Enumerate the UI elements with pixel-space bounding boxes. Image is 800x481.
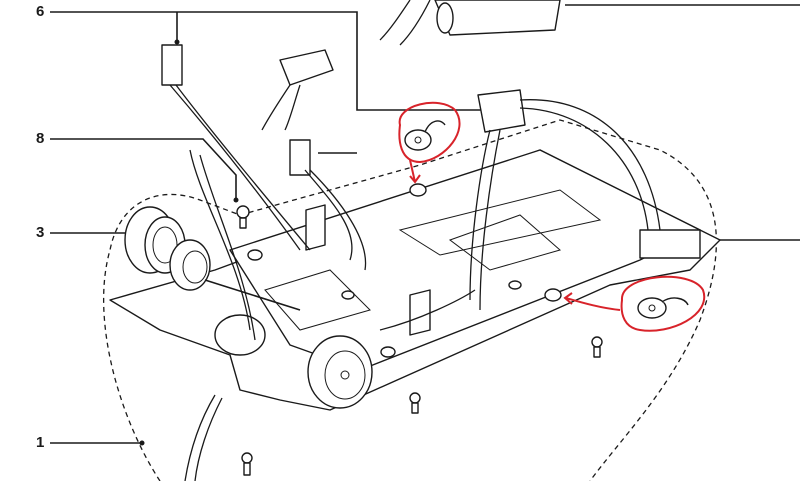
callout-label-8: 8 bbox=[36, 130, 45, 147]
screws bbox=[236, 205, 603, 476]
motor bbox=[434, 0, 561, 36]
annotation-circle-top bbox=[398, 101, 461, 164]
screw bbox=[591, 336, 603, 358]
screw bbox=[241, 452, 253, 476]
leader-6 bbox=[50, 11, 487, 111]
assembly-outline bbox=[103, 119, 717, 481]
screw-part-8 bbox=[236, 205, 250, 229]
front-wheel bbox=[307, 335, 373, 409]
annotation-circle-right bbox=[620, 275, 706, 332]
guide-mount bbox=[214, 314, 266, 356]
eyelet-part-right bbox=[637, 297, 689, 319]
wiring-part-6 bbox=[161, 0, 661, 481]
callout-label-6: 6 bbox=[36, 3, 45, 20]
mounting-bosses bbox=[247, 183, 562, 358]
leader-8 bbox=[50, 138, 237, 200]
callout-label-3: 3 bbox=[36, 224, 45, 241]
callout-label-1: 1 bbox=[36, 434, 45, 451]
screw bbox=[409, 392, 421, 414]
rear-wheel bbox=[169, 239, 301, 311]
red-annotations bbox=[398, 101, 706, 332]
eyelet-part-top bbox=[404, 120, 446, 151]
